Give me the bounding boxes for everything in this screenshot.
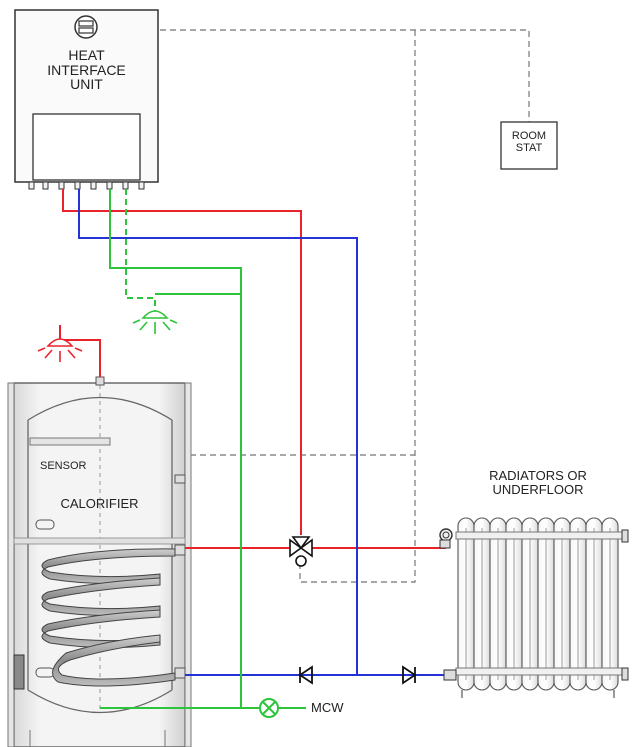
three-port-valve-icon [289,536,313,567]
calorifier [7,376,192,747]
sensor-label: SENSOR [40,460,87,472]
room-stat-label-line-1: ROOM [511,130,547,142]
hiu-pipe-connections [28,181,145,190]
radiator-icon [439,517,629,698]
room-stat [500,121,558,170]
radiators-label: RADIATORS OR UNDERFLOOR [452,469,624,496]
hiu-label: HEAT INTERFACE UNIT [15,48,158,92]
room-stat-label: ROOM STAT [501,130,557,154]
cold-outlet-icon [132,310,178,334]
check-valve-icon [402,665,417,685]
hiu-label-line-2: INTERFACE [47,61,126,78]
hiu-display-icon [74,15,98,39]
radiators-label-line-2: UNDERFLOOR [492,481,584,497]
hiu-label-line-3: UNIT [70,76,103,93]
coil-icon [41,548,176,687]
check-valve-icon [298,665,313,685]
mcw-label: MCW [311,700,344,715]
heat-interface-unit [14,9,159,190]
isolation-valve-icon [259,698,306,718]
cold-water-pipework [100,189,280,709]
hot-outlet-icon [37,325,83,362]
hiu-label-line-1: HEAT [68,47,105,63]
calorifier-label: CALORIFIER [60,496,139,511]
room-stat-label-line-2: STAT [515,141,543,154]
radiators-label-line-1: RADIATORS OR [489,468,587,483]
